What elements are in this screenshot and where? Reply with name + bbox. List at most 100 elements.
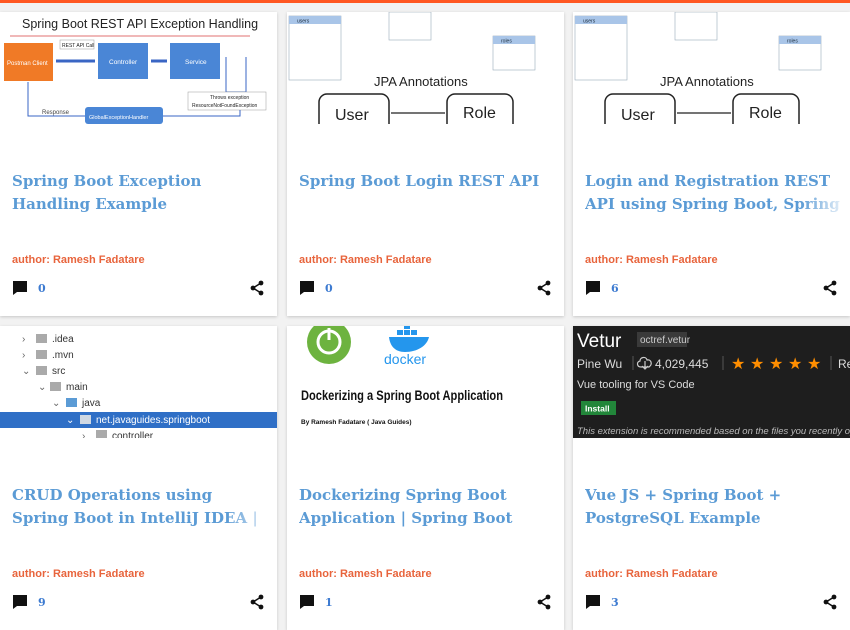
user-entity-label: User: [621, 107, 655, 124]
star-icon: ★: [788, 356, 802, 373]
tree-item-selected: net.javaguides.springboot: [96, 415, 210, 426]
article-card[interactable]: Vetur octref.vetur Pine Wu 4,029,445 ★★★…: [573, 326, 850, 630]
users-table-label: users: [583, 19, 596, 25]
svg-text:⌄: ⌄: [38, 382, 46, 393]
article-thumbnail[interactable]: › .idea › .mvn ⌄ src ⌄ main ⌄ java: [0, 326, 277, 438]
thumb-heading: JPA Annotations: [660, 74, 754, 89]
comments[interactable]: 3: [585, 594, 619, 610]
svg-text:›: ›: [22, 334, 25, 345]
article-author: author: Ramesh Fadatare: [12, 568, 145, 580]
extension-publisher: Pine Wu: [577, 357, 622, 371]
tree-item: .idea: [52, 334, 74, 345]
star-icon: ★: [807, 356, 821, 373]
share-button[interactable]: [822, 280, 838, 301]
share-button[interactable]: [536, 280, 552, 301]
svg-text:⌄: ⌄: [66, 415, 74, 426]
user-entity-label: User: [335, 107, 369, 124]
article-author: author: Ramesh Fadatare: [299, 568, 432, 580]
exception-label: ResourceNotFoundException: [192, 103, 258, 109]
spring-logo-icon: [307, 326, 351, 364]
install-button[interactable]: [581, 401, 616, 415]
tree-item: src: [52, 366, 65, 377]
tree-item: .mvn: [52, 350, 74, 361]
extension-description: Vue tooling for VS Code: [577, 379, 695, 391]
response-label: Response: [42, 110, 70, 116]
thumb-heading: JPA Annotations: [374, 74, 468, 89]
docker-logo-icon: [389, 326, 429, 352]
tree-item: controller: [112, 431, 154, 438]
article-thumbnail[interactable]: Spring Boot REST API Exception Handling …: [0, 12, 277, 124]
controller-label: Controller: [109, 59, 138, 66]
install-count: 4,029,445: [655, 357, 709, 371]
share-icon: [823, 280, 837, 296]
article-title[interactable]: Vue JS + Spring Boot + PostgreSQL Exampl…: [585, 486, 782, 527]
tree-item: main: [66, 382, 88, 393]
comment-icon: [586, 281, 600, 295]
comments[interactable]: 0: [12, 280, 46, 296]
article-card[interactable]: Spring Boot REST API Exception Handling …: [0, 12, 277, 316]
share-icon: [537, 594, 551, 610]
article-card[interactable]: docker Dockerizing a Spring Boot Applica…: [287, 326, 564, 630]
article-title[interactable]: Spring Boot Exception Handling Example: [12, 172, 202, 213]
rating-stars: ★ ★ ★ ★ ★: [731, 356, 821, 373]
share-button[interactable]: [249, 594, 265, 615]
postman-client-label: Postman Client: [7, 61, 48, 67]
svg-text:›: ›: [22, 350, 25, 361]
article-card[interactable]: users roles JPA Annotations User Role Sp…: [287, 12, 564, 316]
article-thumbnail[interactable]: Vetur octref.vetur Pine Wu 4,029,445 ★★★…: [573, 326, 850, 438]
tree-item: java: [81, 398, 101, 409]
extension-recommendation: This extension is recommended based on t…: [577, 426, 850, 437]
article-title[interactable]: Spring Boot Login REST API: [299, 172, 540, 190]
article-author: author: Ramesh Fadatare: [299, 254, 432, 266]
download-cloud-icon: [636, 356, 652, 370]
install-button-label: Install: [585, 404, 610, 414]
article-author: author: Ramesh Fadatare: [12, 254, 145, 266]
article-title[interactable]: CRUD Operations using Spring Boot in Int…: [12, 486, 258, 534]
title-fade: [800, 194, 850, 218]
star-icon: ★: [750, 356, 764, 373]
article-thumbnail[interactable]: users roles JPA Annotations User Role: [573, 12, 850, 124]
api-call-label: REST API Call: [62, 43, 94, 49]
svg-text:⌄: ⌄: [52, 398, 60, 409]
share-button[interactable]: [249, 280, 265, 301]
roles-table-label: roles: [501, 39, 512, 45]
article-author: author: Ramesh Fadatare: [585, 568, 718, 580]
article-thumbnail[interactable]: users roles JPA Annotations User Role: [287, 12, 564, 124]
article-author: author: Ramesh Fadatare: [585, 254, 718, 266]
comment-icon: [300, 595, 314, 609]
article-card[interactable]: › .idea › .mvn ⌄ src ⌄ main ⌄ java: [0, 326, 277, 630]
service-label: Service: [185, 59, 207, 66]
share-button[interactable]: [822, 594, 838, 615]
svg-text:⌄: ⌄: [22, 366, 30, 377]
comment-icon: [13, 281, 27, 295]
star-icon: ★: [731, 356, 745, 373]
comments[interactable]: 0: [299, 280, 333, 296]
comment-count: 0: [325, 281, 333, 295]
article-thumbnail[interactable]: docker Dockerizing a Spring Boot Applica…: [287, 326, 564, 438]
comments[interactable]: 6: [585, 280, 619, 296]
extension-id: octref.vetur: [640, 335, 691, 346]
article-title[interactable]: Login and Registration REST API using Sp…: [585, 172, 840, 220]
comments[interactable]: 9: [12, 594, 46, 610]
comment-count: 1: [325, 595, 333, 609]
role-entity-label: Role: [463, 105, 496, 122]
star-icon: ★: [769, 356, 783, 373]
thumb-heading: Dockerizing a Spring Boot Application: [301, 388, 503, 403]
share-icon: [250, 594, 264, 610]
article-card[interactable]: users roles JPA Annotations User Role Lo…: [573, 12, 850, 316]
comment-count: 6: [611, 281, 619, 295]
comment-count: 0: [38, 281, 46, 295]
svg-text:›: ›: [82, 431, 85, 438]
comments[interactable]: 1: [299, 594, 333, 610]
throws-label: Throws exception: [210, 95, 249, 101]
extension-more: Re: [838, 357, 850, 371]
comment-icon: [13, 595, 27, 609]
comment-icon: [300, 281, 314, 295]
comment-icon: [586, 595, 600, 609]
handler-label: GlobalExceptionHandler: [89, 115, 148, 121]
share-button[interactable]: [536, 594, 552, 615]
share-icon: [823, 594, 837, 610]
extension-name: Vetur: [577, 331, 622, 352]
top-accent-bar: [0, 0, 850, 3]
article-title[interactable]: Dockerizing Spring Boot Application | Sp…: [299, 486, 513, 534]
